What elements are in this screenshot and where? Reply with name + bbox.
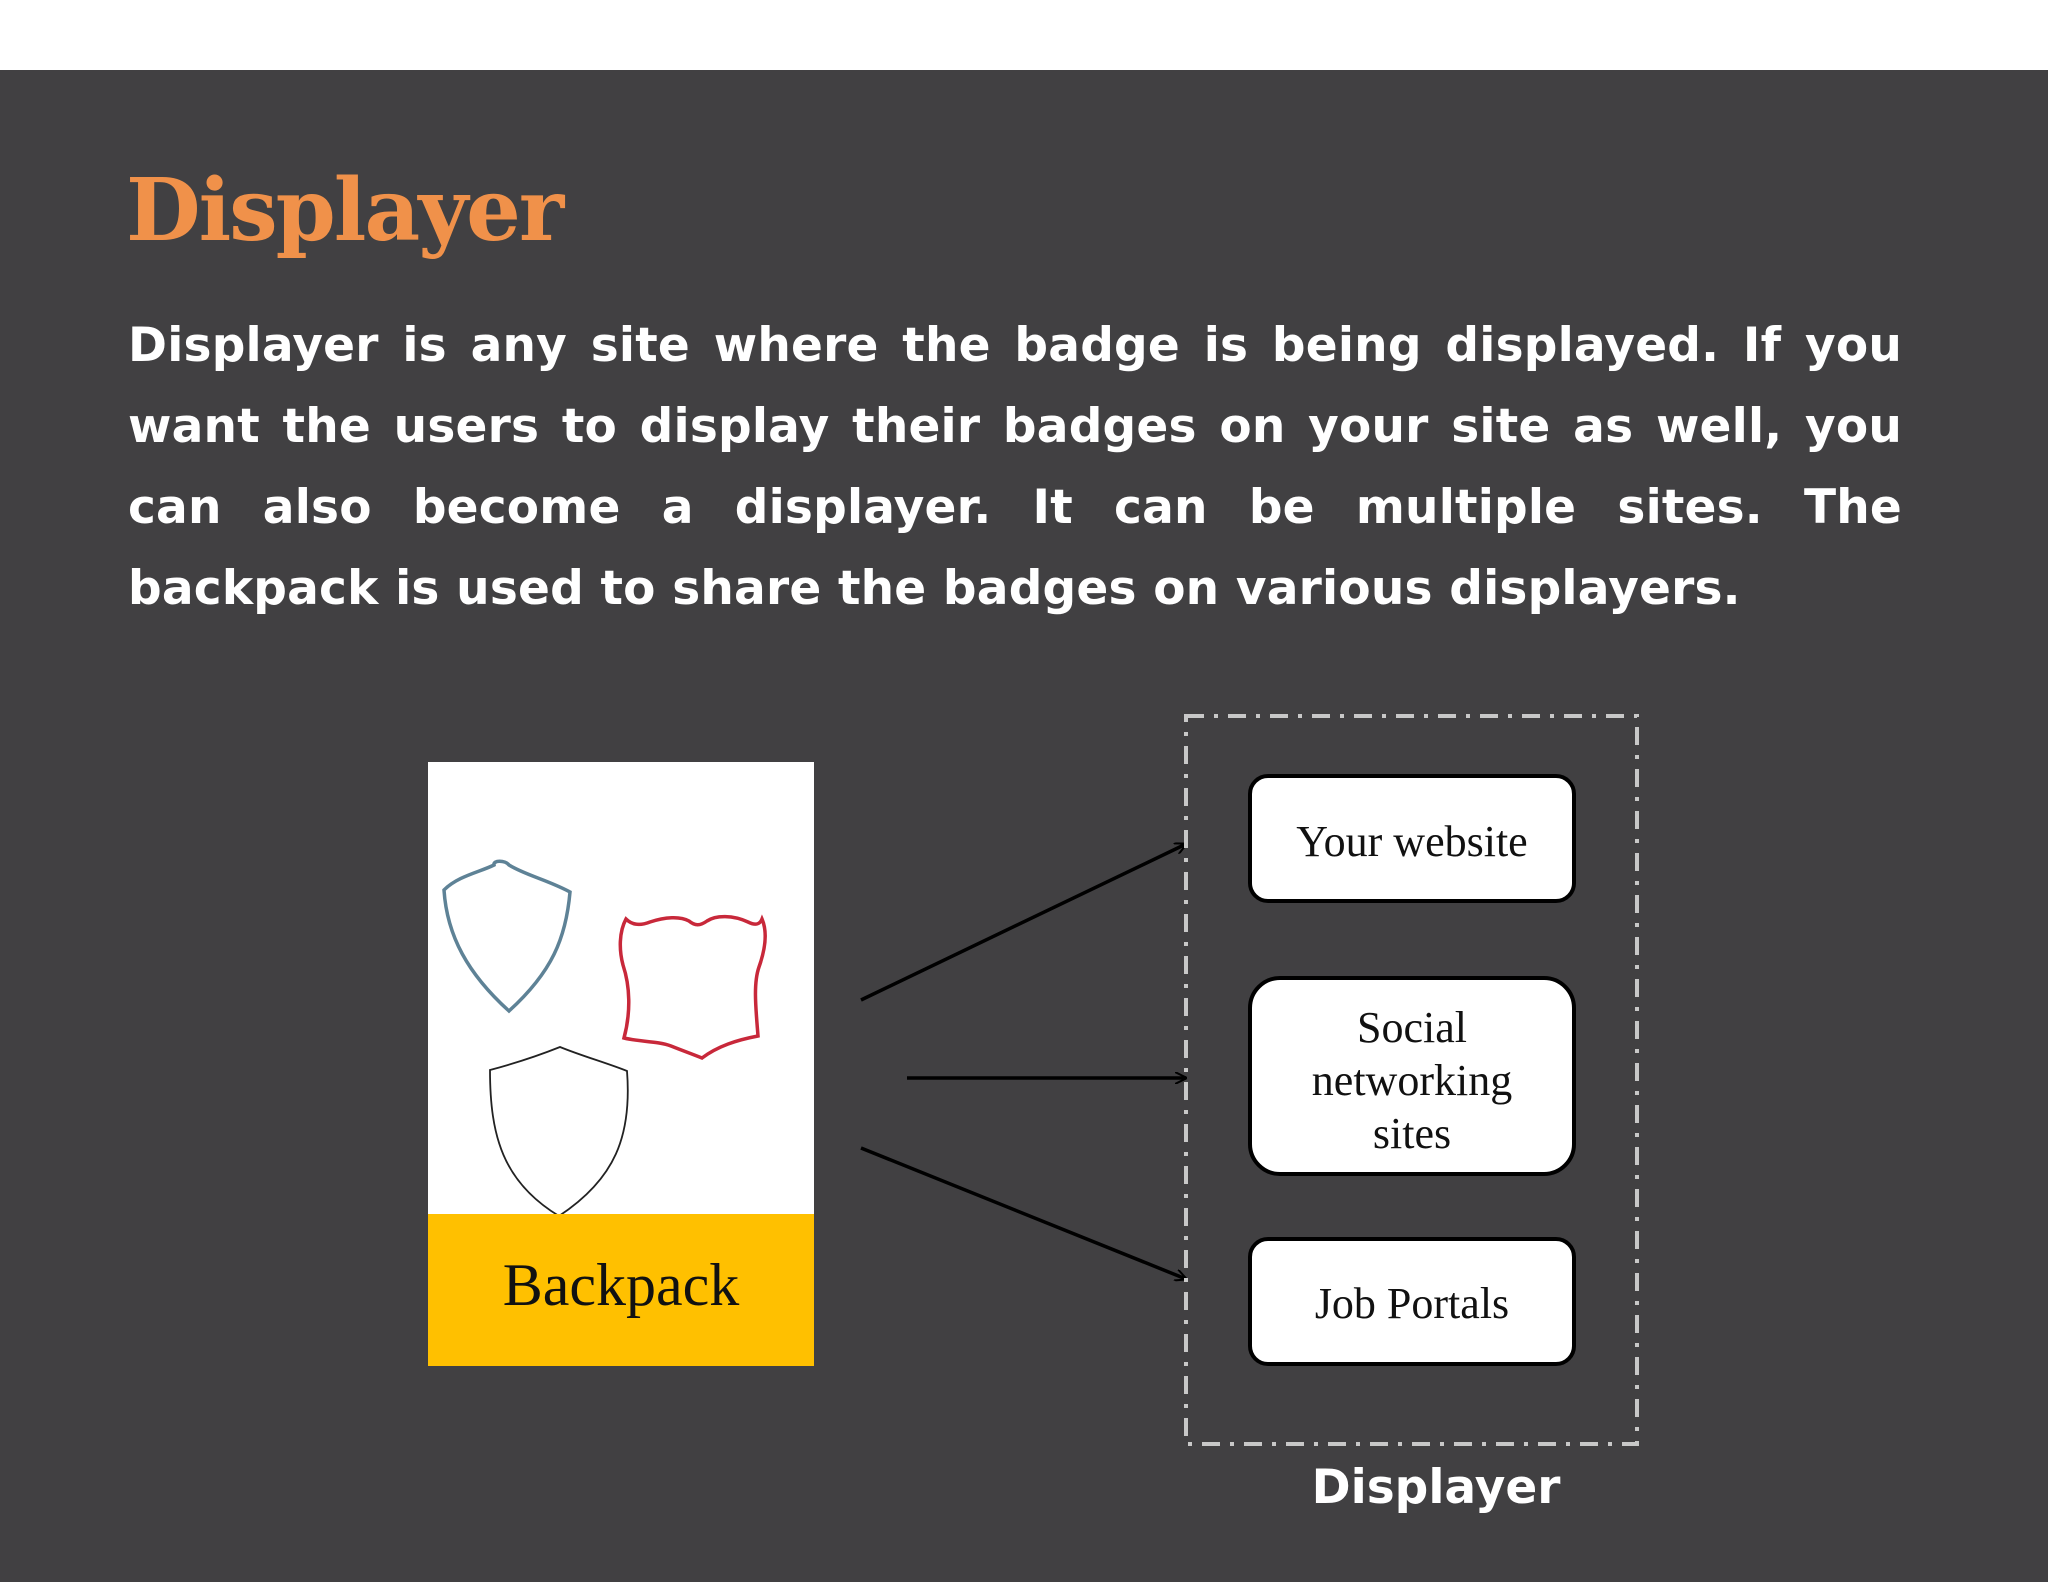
backpack-label: Backpack xyxy=(503,1252,740,1318)
arrow-to-job-portals xyxy=(860,1146,1186,1279)
site-label-line: Social xyxy=(1357,1003,1467,1052)
site-box-job-portals: Job Portals xyxy=(1248,1237,1576,1366)
slide-body-text: Displayer is any site where the badge is… xyxy=(128,318,1902,616)
route-shield-badge-icon xyxy=(618,914,768,1060)
shield-badge-icon xyxy=(442,859,572,1014)
backpack-label-bg xyxy=(428,1214,814,1366)
arrow-to-your-website xyxy=(860,844,1186,1002)
backpack-displayer-diagram: Backpack Your website Social networking … xyxy=(428,714,1639,1446)
site-box-your-website: Your website xyxy=(1248,774,1576,903)
site-label-line: Your website xyxy=(1296,817,1527,866)
slide: Displayer Displayer is any site where th… xyxy=(0,70,2048,1582)
backpack-card: Backpack xyxy=(428,762,814,1366)
site-box-social-networking-sites: Social networking sites xyxy=(1248,976,1576,1176)
slide-title: Displayer xyxy=(126,160,564,261)
site-label-line: sites xyxy=(1373,1109,1451,1158)
top-strip xyxy=(0,0,2048,70)
site-label-line: Job Portals xyxy=(1315,1279,1509,1328)
displayer-group-label: Displayer xyxy=(1311,1460,1561,1515)
site-label-line: networking xyxy=(1312,1056,1512,1105)
plain-shield-badge-icon xyxy=(489,1046,629,1218)
displayer-group-border xyxy=(1184,714,1639,1446)
